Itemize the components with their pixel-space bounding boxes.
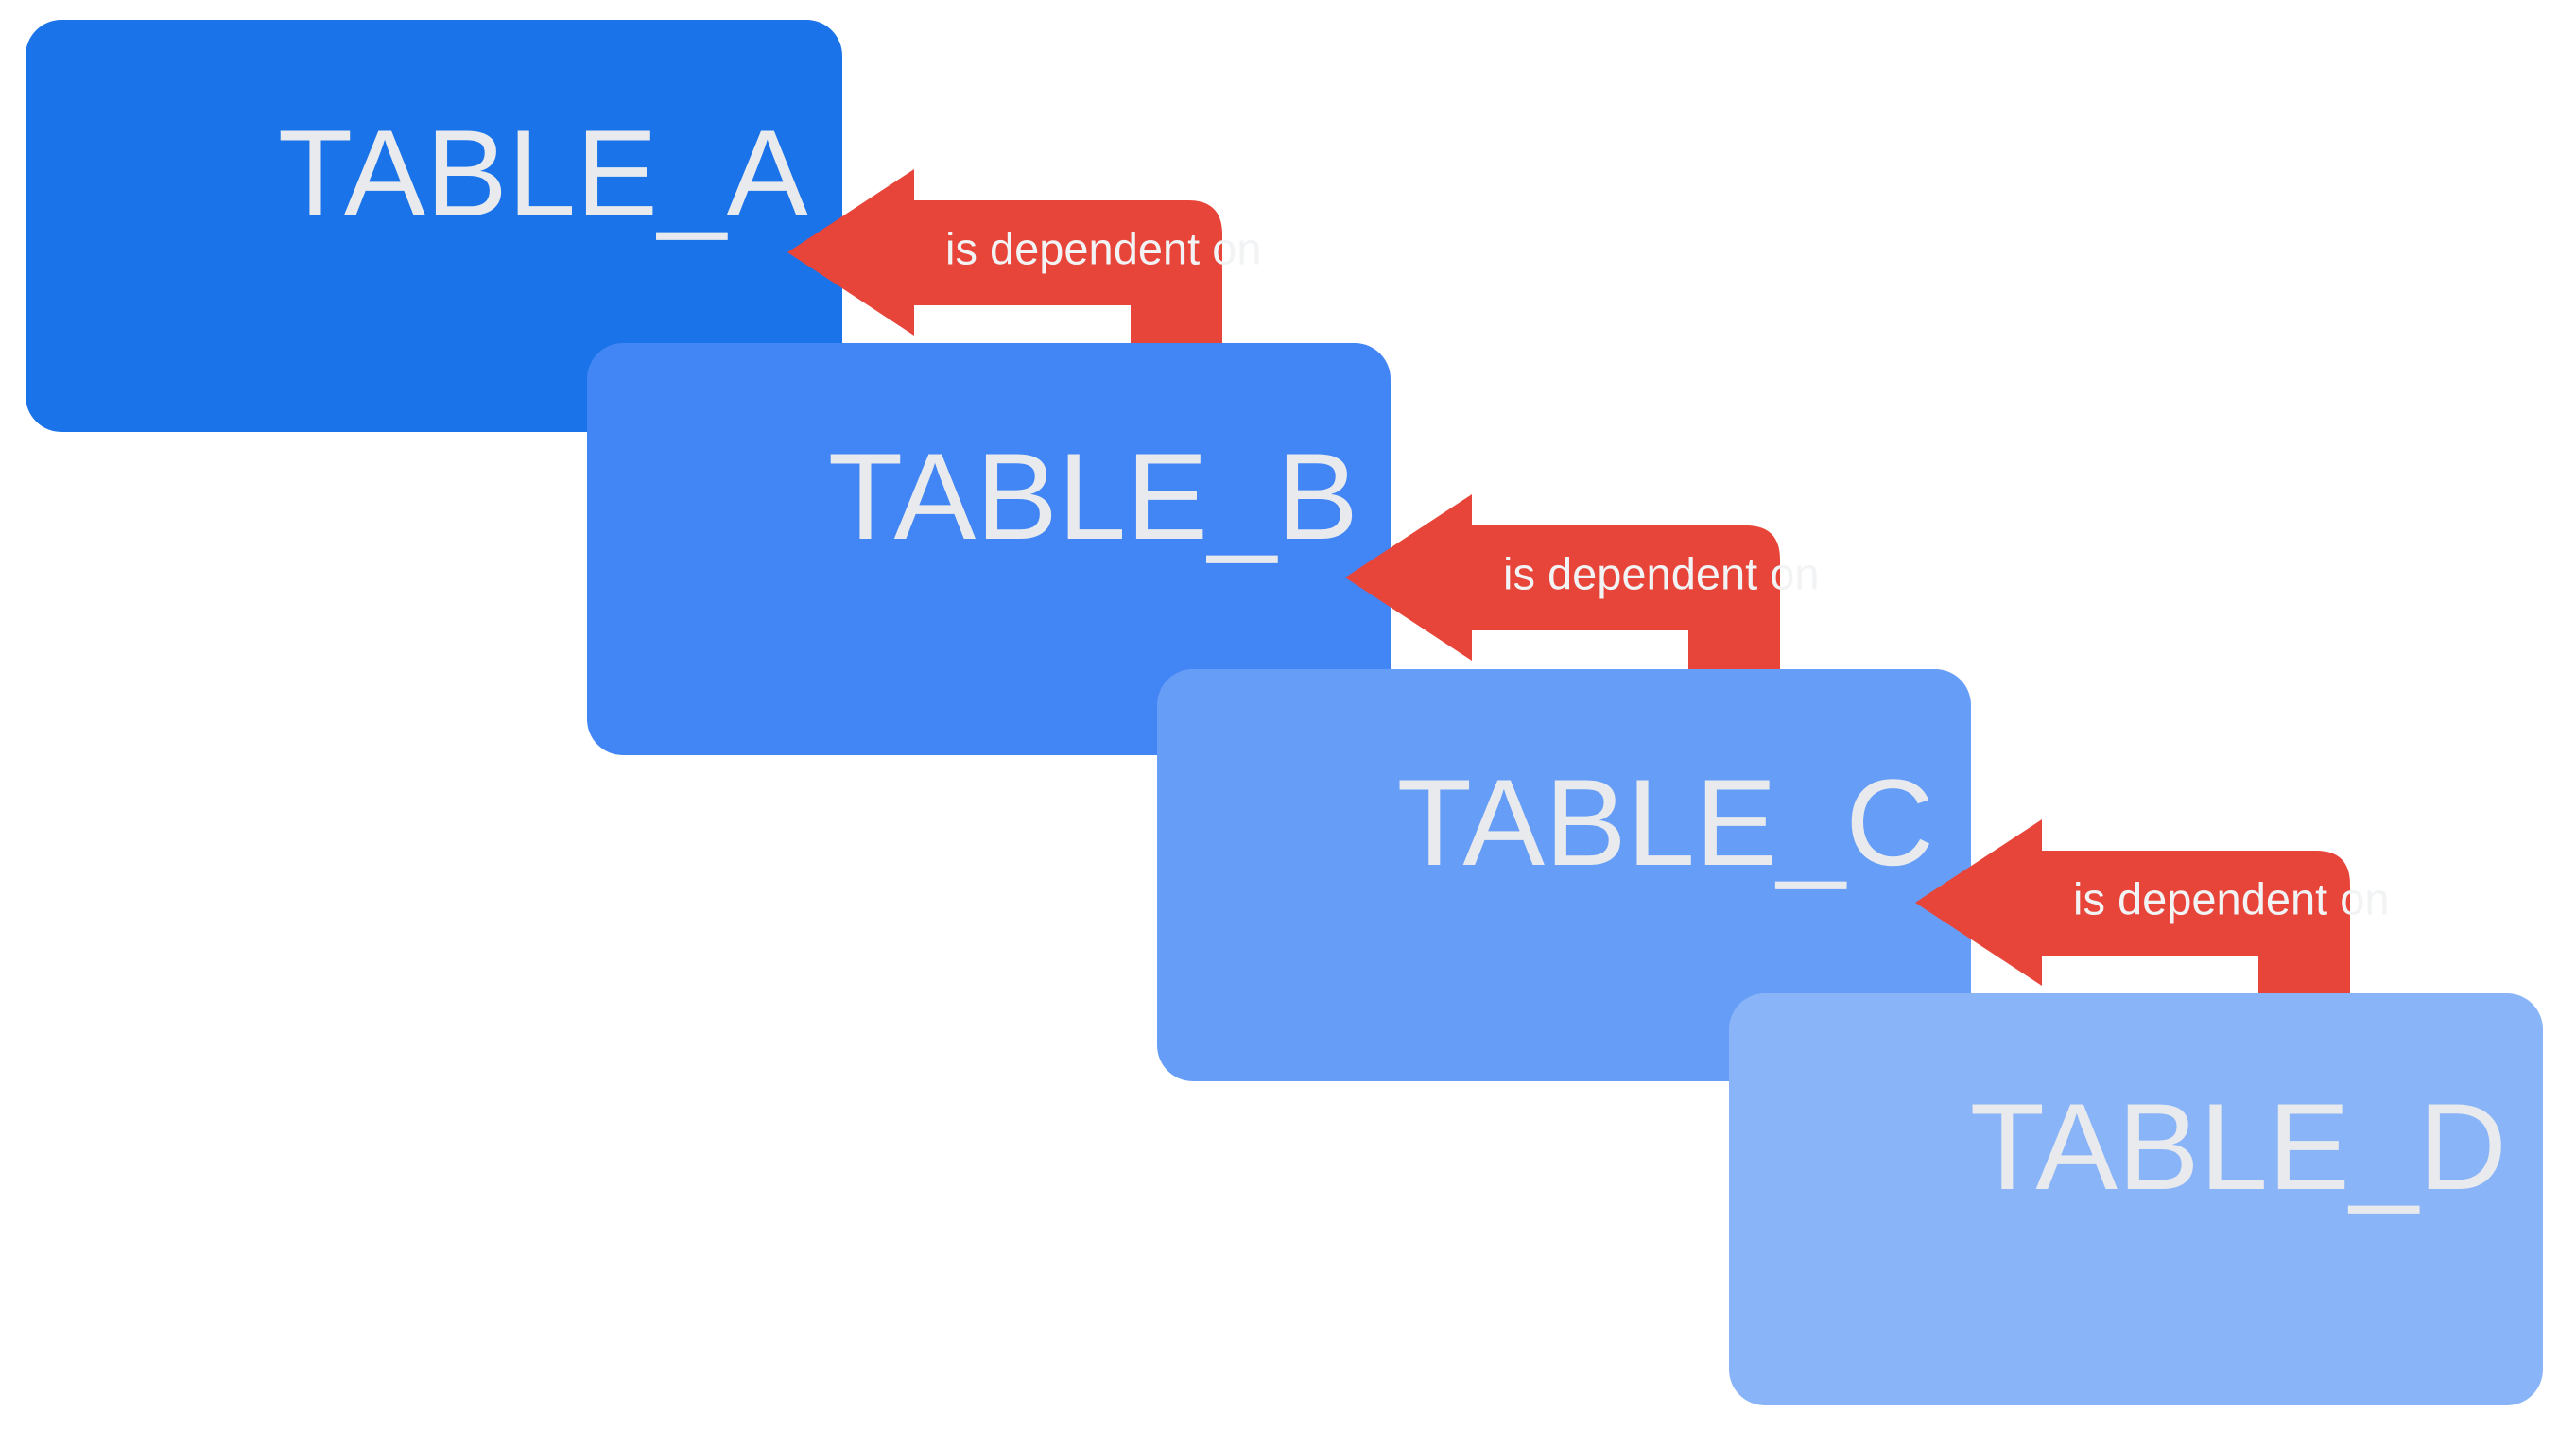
- edge-a-b[interactable]: is dependent on: [787, 169, 1262, 352]
- node-table-d-label: TABLE_D: [1970, 1077, 2507, 1215]
- edge-b-c[interactable]: is dependent on: [1345, 494, 1820, 677]
- node-table-b-label: TABLE_B: [828, 427, 1358, 565]
- node-table-d-box[interactable]: [1729, 993, 2543, 1405]
- node-table-b-box[interactable]: [587, 343, 1391, 755]
- edge-a-b-arrow[interactable]: [787, 169, 1222, 352]
- edge-c-d-label: is dependent on: [2073, 873, 2390, 923]
- node-table-c[interactable]: TABLE_C: [1157, 669, 1971, 1081]
- edge-b-c-label: is dependent on: [1503, 548, 1820, 598]
- node-table-b[interactable]: TABLE_B: [587, 343, 1391, 755]
- edge-b-c-arrow[interactable]: [1345, 494, 1780, 677]
- node-table-a-box[interactable]: [26, 20, 842, 432]
- edge-a-b-label: is dependent on: [945, 223, 1262, 273]
- edge-c-d-arrow[interactable]: [1915, 819, 2350, 1002]
- edge-c-d[interactable]: is dependent on: [1915, 819, 2390, 1002]
- node-table-a[interactable]: TABLE_A: [26, 20, 842, 432]
- node-table-d[interactable]: TABLE_D: [1729, 993, 2543, 1405]
- node-table-c-label: TABLE_C: [1397, 753, 1934, 891]
- node-table-c-box[interactable]: [1157, 669, 1971, 1081]
- node-table-a-label: TABLE_A: [278, 104, 808, 242]
